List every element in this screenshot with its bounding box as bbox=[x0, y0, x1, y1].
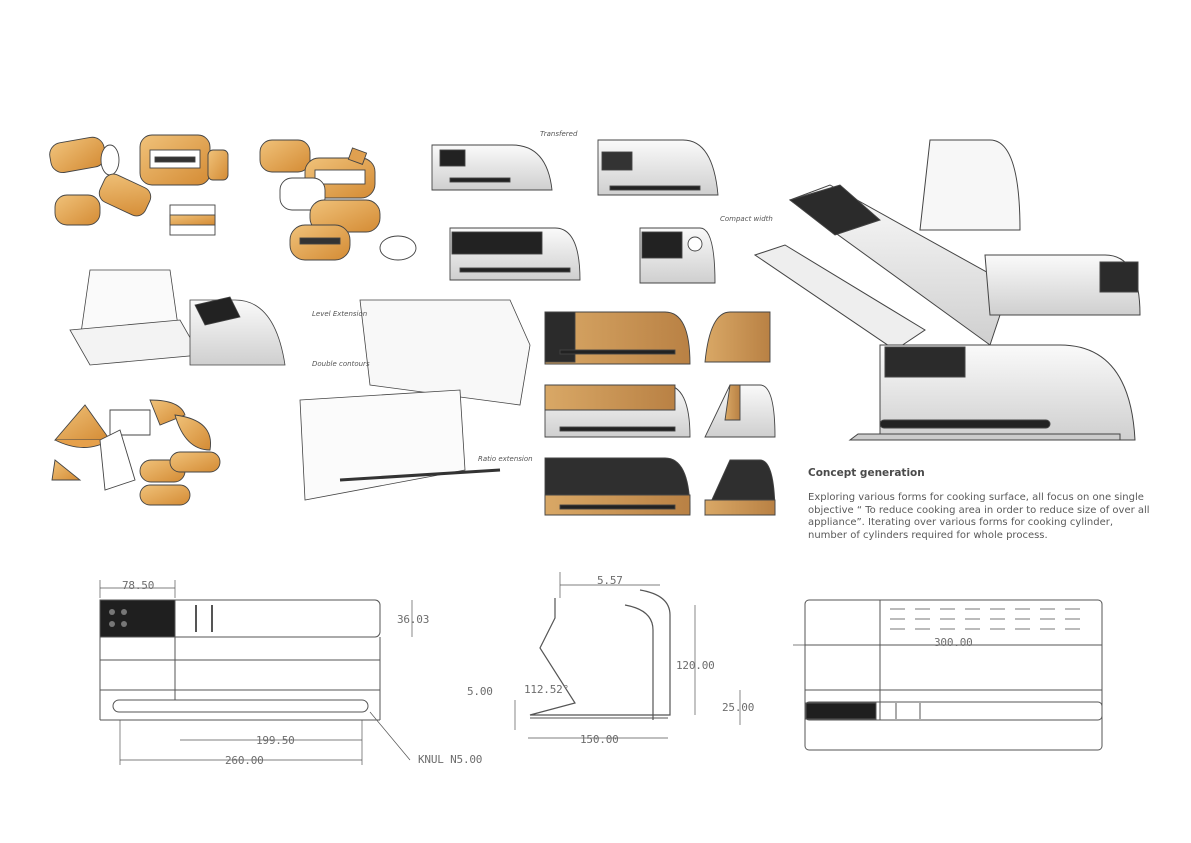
sketch-note-contours: Double contours bbox=[312, 360, 370, 368]
dim-front-inner: 199.50 bbox=[256, 734, 295, 747]
concept-title: Concept generation bbox=[808, 467, 925, 479]
dim-side-height: 120.00 bbox=[676, 659, 715, 672]
dim-front-height: 36.03 bbox=[397, 613, 430, 626]
sketch-hero-appliance bbox=[753, 139, 1141, 441]
dim-side-angle: 112.52° bbox=[524, 683, 569, 696]
sketch-note-compact: Compact width bbox=[720, 215, 773, 223]
dim-side-depth: 150.00 bbox=[580, 733, 619, 746]
dim-front-knurl-note: KNUL N5.00 bbox=[418, 753, 483, 766]
dim-front-overall: 260.00 bbox=[225, 754, 264, 767]
sketch-cone-forms bbox=[51, 399, 221, 506]
dim-side-lip: 25.00 bbox=[722, 701, 755, 714]
sketch-cylinders-2 bbox=[259, 139, 417, 261]
dim-front-width-panel: 78.50 bbox=[122, 579, 155, 592]
sketch-note-level: Level Extension bbox=[312, 310, 368, 318]
dim-side-top-gap: 5.57 bbox=[597, 574, 623, 587]
sketch-tray-forms bbox=[69, 269, 531, 501]
drawing-side-view bbox=[514, 572, 741, 739]
dim-side-thickness: 5.00 bbox=[467, 685, 493, 698]
sketch-note-ratio: Ratio extension bbox=[478, 455, 533, 463]
sketch-cylinders-1 bbox=[49, 134, 229, 236]
drawing-front-view bbox=[99, 580, 413, 765]
drawing-top-view bbox=[793, 599, 1103, 751]
sketch-appliances-top bbox=[431, 139, 719, 284]
dim-top-width: 300.00 bbox=[934, 636, 973, 649]
sketch-note-transfered: Transfered bbox=[540, 130, 578, 138]
sketch-material-variants bbox=[544, 311, 776, 516]
concept-description: Exploring various forms for cooking surf… bbox=[808, 492, 1150, 541]
